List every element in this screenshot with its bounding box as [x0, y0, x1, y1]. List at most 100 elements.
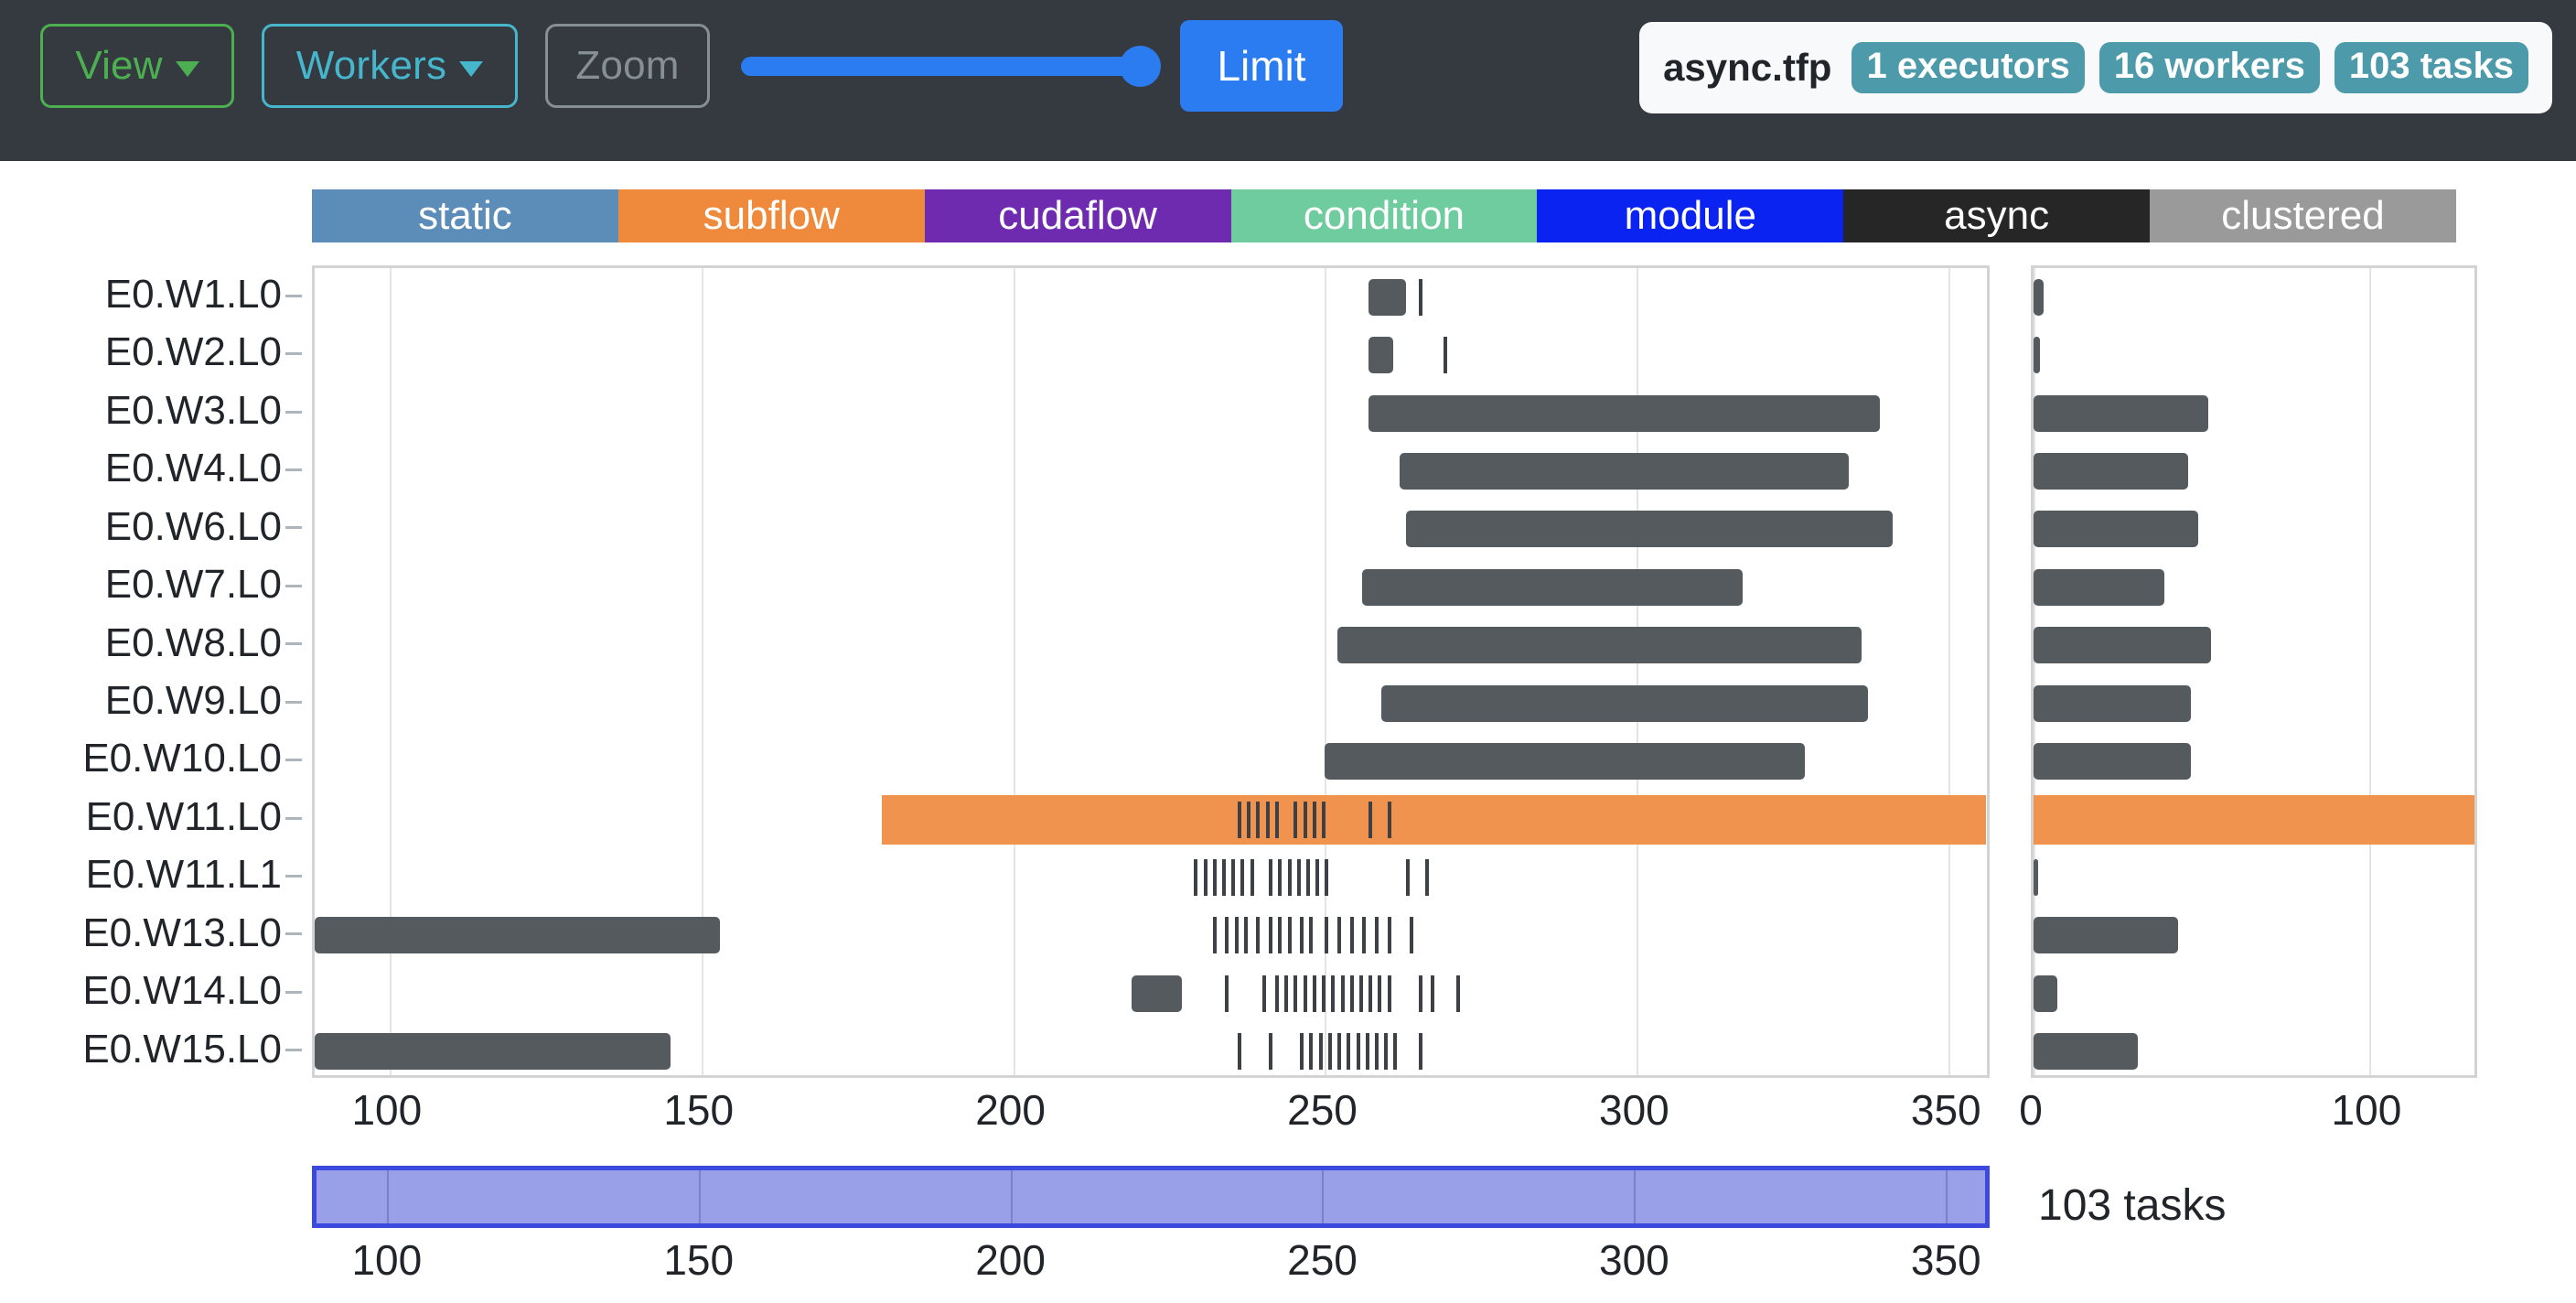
timeline-task-mark[interactable] [1221, 859, 1226, 896]
timeline-task-mark[interactable] [1238, 801, 1242, 838]
timeline-task-mark[interactable] [1349, 917, 1354, 954]
legend-item-subflow[interactable]: subflow [617, 189, 925, 242]
timeline-task-mark[interactable] [1247, 801, 1251, 838]
tasks-badge[interactable]: 103 tasks [2334, 42, 2528, 93]
timeline-task-mark[interactable] [1375, 917, 1379, 954]
timeline-task-mark[interactable] [1238, 1033, 1242, 1071]
timeline-task-mark[interactable] [1337, 1033, 1342, 1071]
legend-item-condition[interactable]: condition [1230, 189, 1538, 242]
timeline-task-mark[interactable] [1306, 859, 1311, 896]
timeline-task-mark[interactable] [1231, 859, 1236, 896]
timeline-task-mark[interactable] [1269, 1033, 1273, 1071]
limit-slider-track[interactable] [741, 57, 1153, 76]
timeline-task-mark[interactable] [1365, 1033, 1369, 1071]
summary-bar[interactable] [2034, 794, 2474, 845]
limit-slider[interactable] [741, 46, 1161, 87]
summary-bar[interactable] [2034, 568, 2165, 606]
timeline-task-mark[interactable] [1393, 1033, 1398, 1071]
timeline-task-mark[interactable] [1347, 1033, 1351, 1071]
timeline-bar[interactable] [1132, 975, 1182, 1012]
timeline-task-mark[interactable] [1303, 801, 1307, 838]
legend-item-module[interactable]: module [1537, 189, 1844, 242]
summary-bar[interactable] [2034, 394, 2208, 432]
time-range-brush[interactable] [312, 1166, 1990, 1228]
timeline-task-mark[interactable] [1325, 859, 1329, 896]
timeline-task-mark[interactable] [1262, 975, 1267, 1012]
timeline-task-mark[interactable] [1278, 859, 1283, 896]
timeline-bar[interactable] [1325, 743, 1806, 781]
timeline-task-mark[interactable] [1309, 917, 1314, 954]
timeline-task-mark[interactable] [1368, 801, 1373, 838]
summary-bar[interactable] [2034, 917, 2178, 954]
timeline-task-mark[interactable] [1358, 975, 1363, 1012]
timeline-bar[interactable] [882, 794, 1987, 845]
timeline-task-mark[interactable] [1225, 917, 1229, 954]
timeline-task-mark[interactable] [1293, 801, 1298, 838]
timeline-task-mark[interactable] [1243, 917, 1248, 954]
summary-bar[interactable] [2034, 278, 2044, 316]
timeline-bar[interactable] [1368, 278, 1407, 316]
summary-bar[interactable] [2034, 743, 2192, 781]
summary-plot[interactable] [2031, 265, 2477, 1078]
timeline-task-mark[interactable] [1424, 859, 1429, 896]
timeline-task-mark[interactable] [1287, 859, 1292, 896]
timeline-task-mark[interactable] [1322, 801, 1326, 838]
timeline-bar[interactable] [1406, 511, 1893, 548]
timeline-task-mark[interactable] [1362, 917, 1367, 954]
timeline-task-mark[interactable] [1375, 1033, 1379, 1071]
timeline-task-mark[interactable] [1287, 917, 1292, 954]
timeline-task-mark[interactable] [1387, 975, 1391, 1012]
summary-bar[interactable] [2034, 859, 2038, 896]
timeline-task-mark[interactable] [1212, 859, 1217, 896]
summary-bar[interactable] [2034, 511, 2198, 548]
timeline-bar[interactable] [1368, 337, 1394, 374]
timeline-task-mark[interactable] [1318, 1033, 1323, 1071]
timeline-task-mark[interactable] [1368, 975, 1373, 1012]
timeline-task-mark[interactable] [1409, 917, 1413, 954]
timeline-task-mark[interactable] [1250, 859, 1254, 896]
timeline-task-mark[interactable] [1312, 975, 1316, 1012]
timeline-task-mark[interactable] [1256, 801, 1261, 838]
legend-item-clustered[interactable]: clustered [2150, 189, 2456, 242]
timeline-task-mark[interactable] [1384, 1033, 1389, 1071]
summary-bar[interactable] [2034, 1033, 2138, 1071]
timeline-bar[interactable] [1337, 627, 1862, 664]
summary-bar[interactable] [2034, 627, 2212, 664]
timeline-task-mark[interactable] [1387, 801, 1391, 838]
legend-item-static[interactable]: static [312, 189, 618, 242]
timeline-task-mark[interactable] [1274, 801, 1279, 838]
workers-dropdown-button[interactable]: Workers [262, 24, 518, 108]
timeline-task-mark[interactable] [1378, 975, 1382, 1012]
legend-item-async[interactable]: async [1843, 189, 2151, 242]
timeline-task-mark[interactable] [1269, 917, 1273, 954]
timeline-task-mark[interactable] [1418, 1033, 1422, 1071]
timeline-task-mark[interactable] [1225, 975, 1229, 1012]
timeline-bar[interactable] [1380, 684, 1868, 722]
timeline-task-mark[interactable] [1309, 1033, 1314, 1071]
timeline-task-mark[interactable] [1322, 975, 1326, 1012]
timeline-bar[interactable] [1400, 453, 1850, 490]
timeline-task-mark[interactable] [1337, 917, 1342, 954]
timeline-task-mark[interactable] [1406, 859, 1411, 896]
timeline-task-mark[interactable] [1256, 917, 1261, 954]
timeline-task-mark[interactable] [1300, 917, 1304, 954]
timeline-task-mark[interactable] [1327, 1033, 1332, 1071]
timeline-task-mark[interactable] [1269, 859, 1273, 896]
timeline-task-mark[interactable] [1325, 917, 1329, 954]
timeline-task-mark[interactable] [1300, 1033, 1304, 1071]
summary-bar[interactable] [2034, 684, 2192, 722]
timeline-task-mark[interactable] [1455, 975, 1460, 1012]
timeline-task-mark[interactable] [1265, 801, 1270, 838]
timeline-task-mark[interactable] [1212, 917, 1217, 954]
timeline-task-mark[interactable] [1418, 278, 1422, 316]
timeline-task-mark[interactable] [1284, 975, 1289, 1012]
timeline-task-mark[interactable] [1418, 975, 1422, 1012]
timeline-task-mark[interactable] [1315, 859, 1320, 896]
timeline-task-mark[interactable] [1356, 1033, 1360, 1071]
timeline-bar[interactable] [1368, 394, 1881, 432]
timeline-task-mark[interactable] [1293, 975, 1298, 1012]
timeline-task-mark[interactable] [1296, 859, 1301, 896]
timeline-task-mark[interactable] [1203, 859, 1208, 896]
timeline-plot[interactable] [312, 265, 1990, 1078]
timeline-bar[interactable] [315, 917, 721, 954]
